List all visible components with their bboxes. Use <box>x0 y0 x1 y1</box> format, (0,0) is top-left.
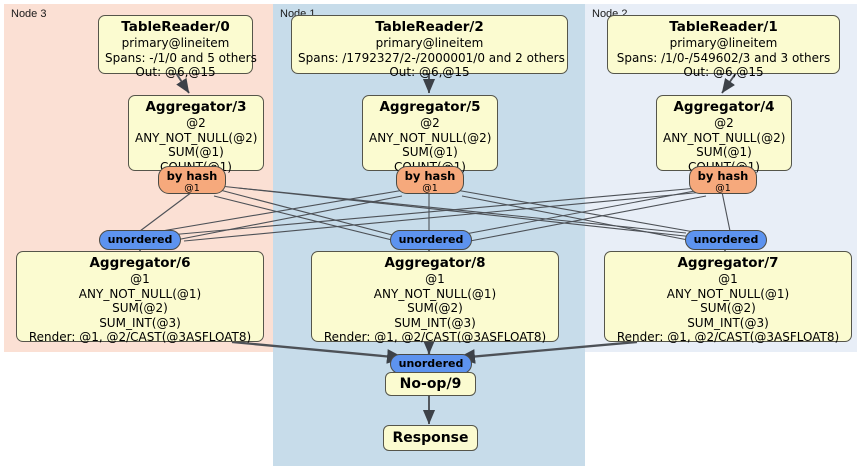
aggregator-agg-0: ANY_NOT_NULL(@2) <box>369 130 492 145</box>
aggregator-title: Aggregator/6 <box>89 255 191 271</box>
table-reader-table: primary@lineitem <box>375 36 484 50</box>
aggregator-agg-1: SUM(@1) <box>168 145 224 159</box>
aggregator-agg-2: SUM_INT(@3) <box>687 315 769 330</box>
aggregator-agg-0: ANY_NOT_NULL(@1) <box>373 286 497 301</box>
table-reader-spans: Spans: -/1/0 and 5 others <box>105 50 257 65</box>
local-aggregator-box-3[interactable]: Aggregator/3 @2 ANY_NOT_NULL(@2) SUM(@1)… <box>128 95 264 174</box>
unordered-stream-pill-node1[interactable]: unordered <box>390 230 472 250</box>
table-reader-out: Out: @6,@15 <box>683 65 764 79</box>
aggregator-render: Render: @1, @2/CAST(@3ASFLOAT8) <box>28 330 252 344</box>
aggregator-title: Aggregator/7 <box>677 255 779 271</box>
noop-box[interactable]: No-op/9 <box>385 372 476 396</box>
aggregator-render: Render: @1, @2/CAST(@3ASFLOAT8) <box>616 330 840 344</box>
table-reader-box-0[interactable]: TableReader/0 primary@lineitem Spans: -/… <box>98 15 257 79</box>
hash-router-pill-node3[interactable]: by hash @1 <box>158 166 226 194</box>
unordered-stream-pill-node2[interactable]: unordered <box>685 230 767 250</box>
hash-router-label: by hash <box>404 169 456 183</box>
aggregator-title: Aggregator/4 <box>673 99 775 115</box>
aggregator-agg-0: ANY_NOT_NULL(@2) <box>663 130 786 145</box>
aggregator-group: @1 <box>425 272 445 286</box>
table-reader-out: Out: @6,@15 <box>389 65 470 79</box>
table-reader-spans: Spans: /1/0-/549602/3 and 3 others <box>616 50 831 65</box>
aggregator-group: @1 <box>718 272 738 286</box>
aggregator-agg-1: SUM(@1) <box>402 145 458 159</box>
table-reader-out: Out: @6,@15 <box>135 65 216 79</box>
local-aggregator-box-5[interactable]: Aggregator/5 @2 ANY_NOT_NULL(@2) SUM(@1)… <box>362 95 498 174</box>
aggregator-agg-1: SUM(@2) <box>700 301 756 315</box>
hash-router-column: @1 <box>422 183 438 194</box>
unordered-stream-pill-final[interactable]: unordered <box>390 354 472 374</box>
hash-router-column: @1 <box>184 183 200 194</box>
aggregator-agg-0: ANY_NOT_NULL(@1) <box>78 286 202 301</box>
local-aggregator-box-4[interactable]: Aggregator/4 @2 ANY_NOT_NULL(@2) SUM(@1)… <box>656 95 792 174</box>
response-box[interactable]: Response <box>383 425 478 451</box>
aggregator-group: @2 <box>714 116 734 130</box>
table-reader-title: TableReader/0 <box>121 19 230 35</box>
table-reader-title: TableReader/1 <box>669 19 778 35</box>
aggregator-agg-0: ANY_NOT_NULL(@1) <box>666 286 790 301</box>
aggregator-title: Aggregator/3 <box>145 99 247 115</box>
hash-router-label: by hash <box>166 169 218 183</box>
table-reader-box-1[interactable]: TableReader/1 primary@lineitem Spans: /1… <box>607 15 840 79</box>
table-reader-table: primary@lineitem <box>669 36 778 50</box>
table-reader-title: TableReader/2 <box>375 19 484 35</box>
final-aggregator-box-6[interactable]: Aggregator/6 @1 ANY_NOT_NULL(@1) SUM(@2)… <box>16 251 264 344</box>
aggregator-agg-2: SUM_INT(@3) <box>99 315 181 330</box>
node-panel-label-node3: Node 3 <box>11 8 47 20</box>
final-aggregator-box-7[interactable]: Aggregator/7 @1 ANY_NOT_NULL(@1) SUM(@2)… <box>604 251 852 344</box>
hash-router-label: by hash <box>697 169 749 183</box>
aggregator-group: @1 <box>130 272 150 286</box>
unordered-stream-pill-node3[interactable]: unordered <box>99 230 181 250</box>
table-reader-spans: Spans: /1792327/2-/2000001/0 and 2 other… <box>298 50 565 65</box>
table-reader-table: primary@lineitem <box>121 36 230 50</box>
aggregator-agg-1: SUM(@2) <box>407 301 463 315</box>
aggregator-render: Render: @1, @2/CAST(@3ASFLOAT8) <box>323 330 547 344</box>
hash-router-column: @1 <box>715 183 731 194</box>
aggregator-agg-0: ANY_NOT_NULL(@2) <box>135 130 258 145</box>
aggregator-title: Aggregator/5 <box>379 99 481 115</box>
aggregator-agg-1: SUM(@1) <box>696 145 752 159</box>
table-reader-box-2[interactable]: TableReader/2 primary@lineitem Spans: /1… <box>291 15 568 79</box>
hash-router-pill-node1[interactable]: by hash @1 <box>396 166 464 194</box>
aggregator-title: Aggregator/8 <box>384 255 486 271</box>
aggregator-agg-1: SUM(@2) <box>112 301 168 315</box>
hash-router-pill-node2[interactable]: by hash @1 <box>689 166 757 194</box>
final-aggregator-box-8[interactable]: Aggregator/8 @1 ANY_NOT_NULL(@1) SUM(@2)… <box>311 251 559 344</box>
aggregator-group: @2 <box>420 116 440 130</box>
aggregator-agg-2: SUM_INT(@3) <box>394 315 476 330</box>
aggregator-group: @2 <box>186 116 206 130</box>
